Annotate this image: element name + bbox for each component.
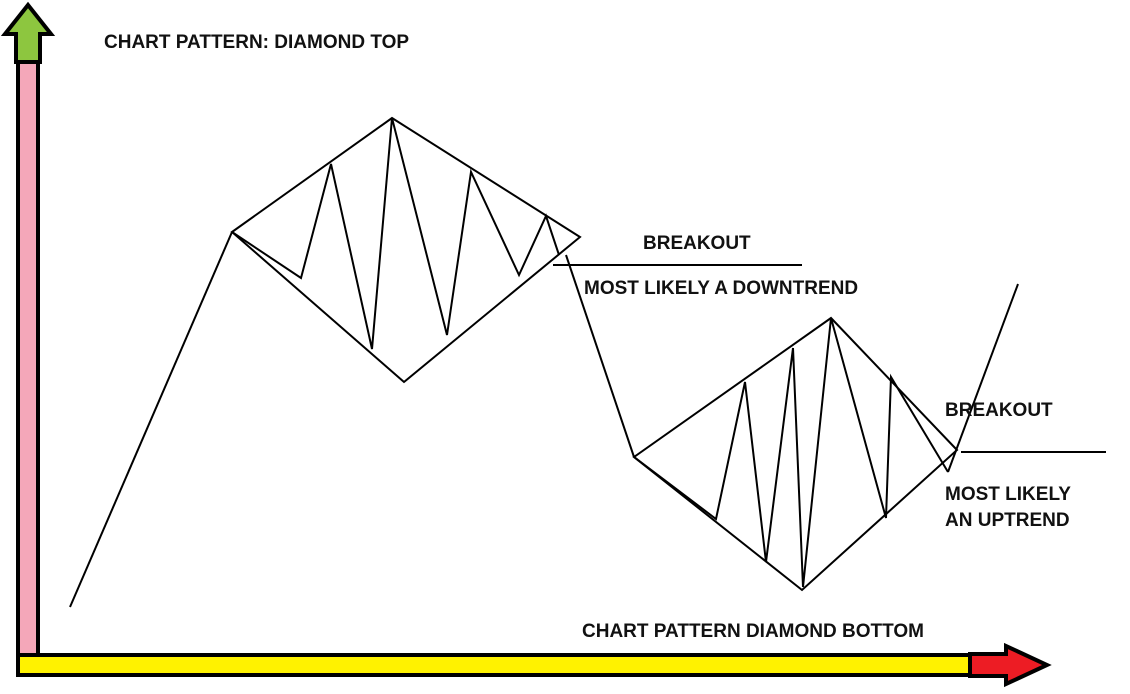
diamond-bottom-outline xyxy=(632,316,959,592)
bottom-outcome-label-line1: MOST LIKELY xyxy=(945,484,1071,505)
arrow-up-icon xyxy=(0,1,56,64)
diamond-bottom-title: CHART PATTERN DIAMOND BOTTOM xyxy=(582,621,924,642)
bottom-outcome-label-line2: AN UPTREND xyxy=(945,510,1070,531)
diamond-bottom-zigzag xyxy=(633,317,949,588)
uptrend-line xyxy=(69,231,233,608)
diamond-top-title: CHART PATTERN: DIAMOND TOP xyxy=(104,32,409,53)
x-axis xyxy=(16,642,1052,688)
y-axis xyxy=(0,1,56,670)
y-axis-bar xyxy=(16,58,40,670)
bottom-breakout-label: BREAKOUT xyxy=(945,400,1053,421)
diamond-bottom-pattern xyxy=(632,283,1019,592)
top-breakout-label: BREAKOUT xyxy=(643,233,751,254)
diamond-top-zigzag xyxy=(231,117,560,350)
diamond-top-pattern xyxy=(69,116,582,608)
diamond-top-outline xyxy=(230,116,582,384)
top-outcome-label: MOST LIKELY A DOWNTREND xyxy=(584,278,858,299)
breakout-uptrend-line xyxy=(947,283,1019,473)
downtrend-line xyxy=(565,254,635,458)
x-axis-bar xyxy=(16,653,972,677)
arrow-right-icon xyxy=(968,642,1052,688)
